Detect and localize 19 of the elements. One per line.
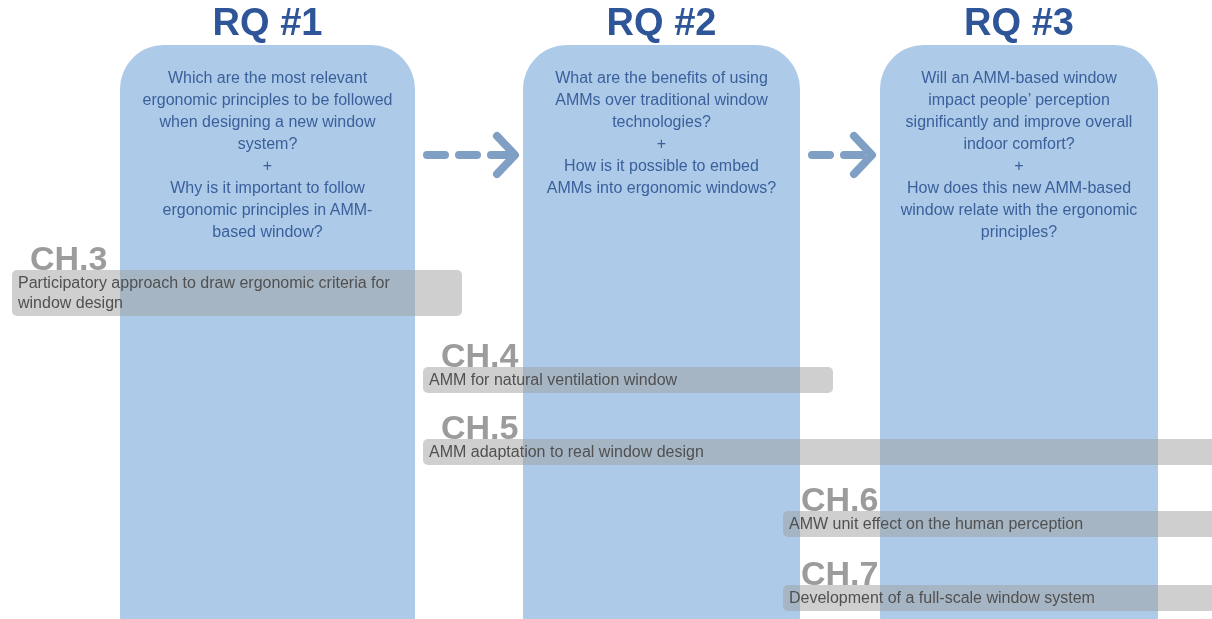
question-text: Which are the most relevant ergonomic principles to be followed when designing a new window system? <box>142 68 393 154</box>
arrow <box>808 132 876 178</box>
plus-sign: + <box>261 156 274 176</box>
plus-sign: + <box>655 134 668 154</box>
plus-sign: + <box>1013 156 1025 176</box>
question-text: Will an AMM-based window impact people’ perception significantly and improve overall indoor comfort? <box>904 68 1134 154</box>
column-heading: RQ #2 <box>605 0 718 44</box>
chapter-bar: AMM for natural ventilation window <box>423 367 833 393</box>
question-text: Why is it important to follow ergonomic principles in AMM-based window? <box>161 178 374 242</box>
chapter-bar: Development of a full-scale window system <box>783 585 1212 611</box>
question-text: How is it possible to embed AMMs into ergonomic windows? <box>545 156 778 198</box>
chapter-bar: AMW unit effect on the human perception <box>783 511 1212 537</box>
column-heading: RQ #1 <box>211 0 324 44</box>
chapter-bar: Participatory approach to draw ergonomic criteria for window design <box>12 270 462 316</box>
chapter-bar: AMM adaptation to real window design <box>423 439 1212 465</box>
question-text: What are the benefits of using AMMs over traditional window technologies? <box>554 68 769 132</box>
column-heading: RQ #3 <box>963 0 1075 44</box>
question-text: How does this new AMM-based window relate with the ergonomic principles? <box>899 178 1139 242</box>
arrow <box>423 132 519 178</box>
